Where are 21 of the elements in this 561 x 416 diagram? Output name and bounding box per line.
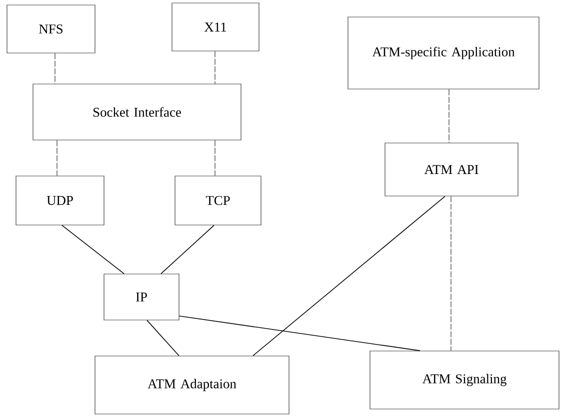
connector-line (56, 140, 58, 176)
layer-box: ATM Signaling (370, 350, 560, 410)
connector-line (178, 316, 420, 352)
connector-line (146, 320, 180, 356)
connector-line (450, 196, 452, 351)
layer-box: NFS (6, 4, 96, 54)
connector-line (160, 224, 214, 274)
layer-box: IP (104, 274, 180, 320)
connector-line (54, 53, 56, 84)
layer-box: ATM API (384, 142, 518, 196)
layer-box: UDP (16, 176, 104, 226)
connector-line (214, 140, 216, 176)
connector-line (448, 89, 450, 143)
layer-box: ATM Adaptaion (94, 356, 290, 414)
connector-line (252, 196, 446, 356)
layer-box: X11 (172, 2, 260, 52)
connector-line (214, 51, 216, 84)
layer-box: Socket Interface (32, 84, 242, 140)
layer-box: TCP (174, 176, 262, 226)
connector-line (62, 224, 124, 274)
layer-box: ATM-specific Application (348, 16, 540, 90)
